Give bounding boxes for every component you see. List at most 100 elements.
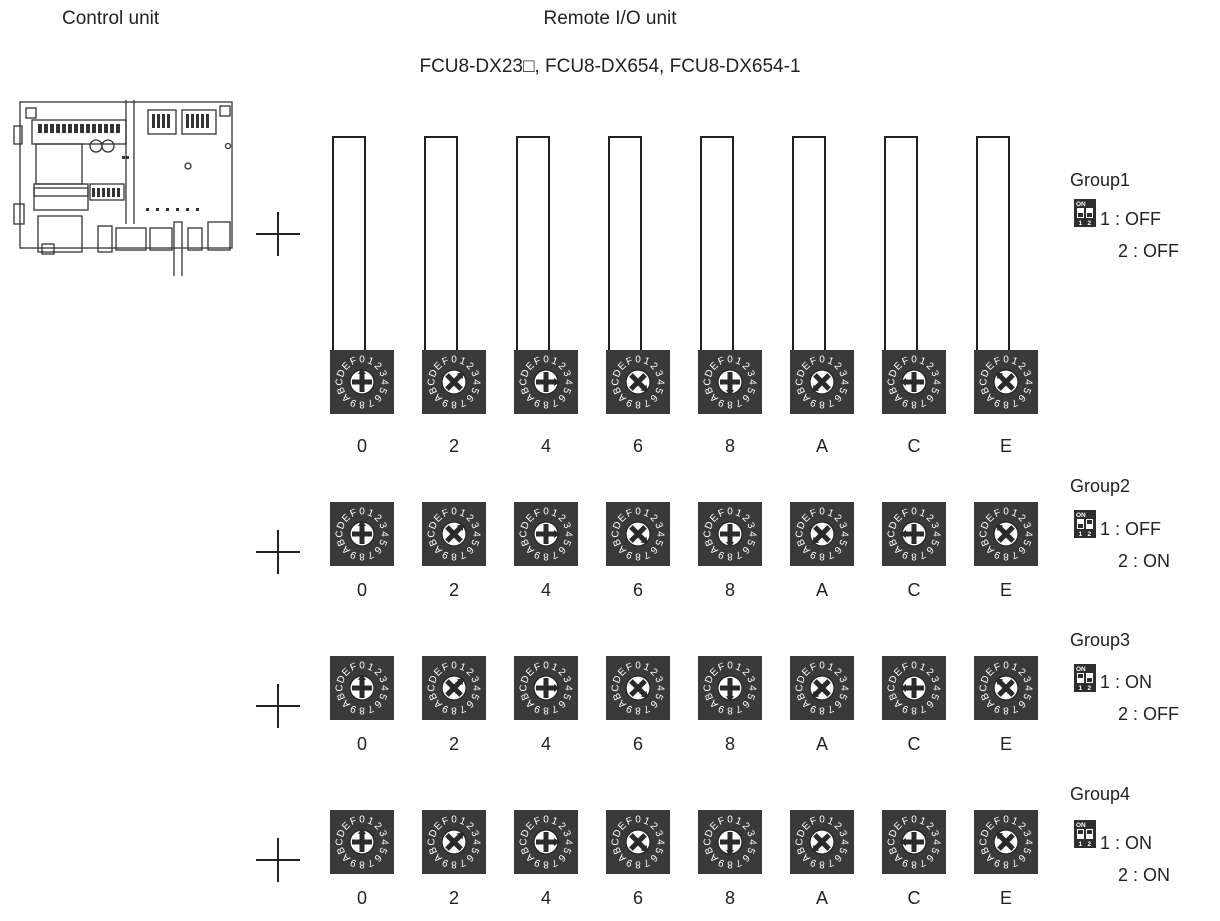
group-title: Group1 xyxy=(1070,170,1130,191)
rotary-setting-label: A xyxy=(790,580,854,601)
svg-text:8: 8 xyxy=(451,551,457,562)
rotary-setting-label: 6 xyxy=(606,734,670,755)
rotary-setting-label: A xyxy=(790,436,854,457)
svg-text:4: 4 xyxy=(471,685,482,691)
svg-text:8: 8 xyxy=(819,705,825,716)
svg-text:4: 4 xyxy=(931,379,942,385)
svg-text:0: 0 xyxy=(359,355,365,366)
svg-text:0: 0 xyxy=(727,661,733,672)
svg-text:0: 0 xyxy=(819,355,825,366)
io-unit-outline xyxy=(700,136,734,360)
svg-text:0: 0 xyxy=(635,507,641,518)
svg-text:4: 4 xyxy=(655,379,666,385)
rotary-setting-label: 2 xyxy=(422,436,486,457)
svg-text:4: 4 xyxy=(1023,531,1034,537)
dip-switch-1-state: 1 : OFF xyxy=(1100,519,1161,540)
io-unit-outline xyxy=(608,136,642,360)
svg-text:4: 4 xyxy=(379,379,390,385)
rotary-setting-label: C xyxy=(882,436,946,457)
svg-text:0: 0 xyxy=(359,815,365,826)
svg-text:0: 0 xyxy=(543,355,549,366)
svg-text:4: 4 xyxy=(839,685,850,691)
rotary-setting-label: A xyxy=(790,734,854,755)
rotary-switch-icon: 0123456789ABCDEF xyxy=(514,350,578,414)
svg-text:4: 4 xyxy=(471,839,482,845)
dip-on-label: ON xyxy=(1076,201,1086,208)
group-title: Group4 xyxy=(1070,784,1130,805)
svg-text:4: 4 xyxy=(931,685,942,691)
svg-text:4: 4 xyxy=(655,531,666,537)
rotary-switch-icon: 0123456789ABCDEF xyxy=(974,656,1038,720)
dip-switch-1-state: 1 : ON xyxy=(1100,672,1152,693)
rotary-switch-icon: 0123456789ABCDEF xyxy=(790,502,854,566)
rotary-setting-label: 4 xyxy=(514,436,578,457)
svg-text:8: 8 xyxy=(727,551,733,562)
dip-switch-icon: ON12 xyxy=(1074,199,1096,227)
svg-text:8: 8 xyxy=(359,705,365,716)
rotary-switch-icon: 0123456789ABCDEF xyxy=(974,502,1038,566)
rotary-switch-icon: 0123456789ABCDEF xyxy=(698,502,762,566)
svg-text:8: 8 xyxy=(727,399,733,410)
rotary-switch-icon: 0123456789ABCDEF xyxy=(698,656,762,720)
rotary-switch-icon: 0123456789ABCDEF xyxy=(882,502,946,566)
svg-text:0: 0 xyxy=(359,661,365,672)
rotary-setting-label: 2 xyxy=(422,734,486,755)
svg-text:4: 4 xyxy=(1023,839,1034,845)
svg-text:4: 4 xyxy=(379,685,390,691)
svg-text:0: 0 xyxy=(819,815,825,826)
svg-text:4: 4 xyxy=(655,685,666,691)
svg-text:0: 0 xyxy=(1003,815,1009,826)
rotary-setting-label: 0 xyxy=(330,734,394,755)
svg-text:0: 0 xyxy=(1003,355,1009,366)
dip-switch-2-state: 2 : ON xyxy=(1118,865,1170,886)
group-title: Group3 xyxy=(1070,630,1130,651)
rotary-setting-label: 0 xyxy=(330,580,394,601)
svg-text:0: 0 xyxy=(1003,661,1009,672)
rotary-switch-icon: 0123456789ABCDEF xyxy=(514,502,578,566)
svg-text:8: 8 xyxy=(543,399,549,410)
svg-text:0: 0 xyxy=(359,507,365,518)
svg-text:8: 8 xyxy=(727,859,733,870)
dip-switch-2-state: 2 : OFF xyxy=(1118,241,1179,262)
dip-number-label: 1 xyxy=(1079,220,1083,227)
svg-text:4: 4 xyxy=(655,839,666,845)
rotary-setting-label: 8 xyxy=(698,888,762,909)
svg-text:0: 0 xyxy=(819,507,825,518)
svg-text:8: 8 xyxy=(819,399,825,410)
rotary-setting-label: 8 xyxy=(698,436,762,457)
svg-text:4: 4 xyxy=(471,379,482,385)
svg-text:8: 8 xyxy=(359,551,365,562)
svg-text:8: 8 xyxy=(451,859,457,870)
rotary-setting-label: 0 xyxy=(330,436,394,457)
rotary-setting-label: C xyxy=(882,580,946,601)
svg-text:0: 0 xyxy=(819,661,825,672)
dip-number-label: 1 xyxy=(1079,531,1083,538)
rotary-setting-label: 8 xyxy=(698,734,762,755)
rotary-setting-label: E xyxy=(974,436,1038,457)
rotary-setting-label: E xyxy=(974,580,1038,601)
svg-text:4: 4 xyxy=(379,531,390,537)
rotary-switch-icon: 0123456789ABCDEF xyxy=(330,656,394,720)
plus-connector-icon xyxy=(256,684,300,728)
svg-text:0: 0 xyxy=(543,815,549,826)
svg-text:8: 8 xyxy=(635,705,641,716)
group-title: Group2 xyxy=(1070,476,1130,497)
rotary-switch-icon: 0123456789ABCDEF xyxy=(606,502,670,566)
dip-switch-2-state: 2 : OFF xyxy=(1118,704,1179,725)
plus-connector-icon xyxy=(256,530,300,574)
plus-connector-icon xyxy=(256,212,300,256)
dip-switch-icon: ON12 xyxy=(1074,510,1096,538)
svg-text:8: 8 xyxy=(1003,859,1009,870)
svg-text:8: 8 xyxy=(1003,399,1009,410)
svg-text:8: 8 xyxy=(543,859,549,870)
svg-text:0: 0 xyxy=(1003,507,1009,518)
svg-text:8: 8 xyxy=(635,399,641,410)
rotary-switch-icon: 0123456789ABCDEF xyxy=(422,810,486,874)
dip-number-label: 2 xyxy=(1088,841,1092,848)
svg-text:4: 4 xyxy=(839,379,850,385)
svg-text:4: 4 xyxy=(379,839,390,845)
svg-text:4: 4 xyxy=(563,379,574,385)
